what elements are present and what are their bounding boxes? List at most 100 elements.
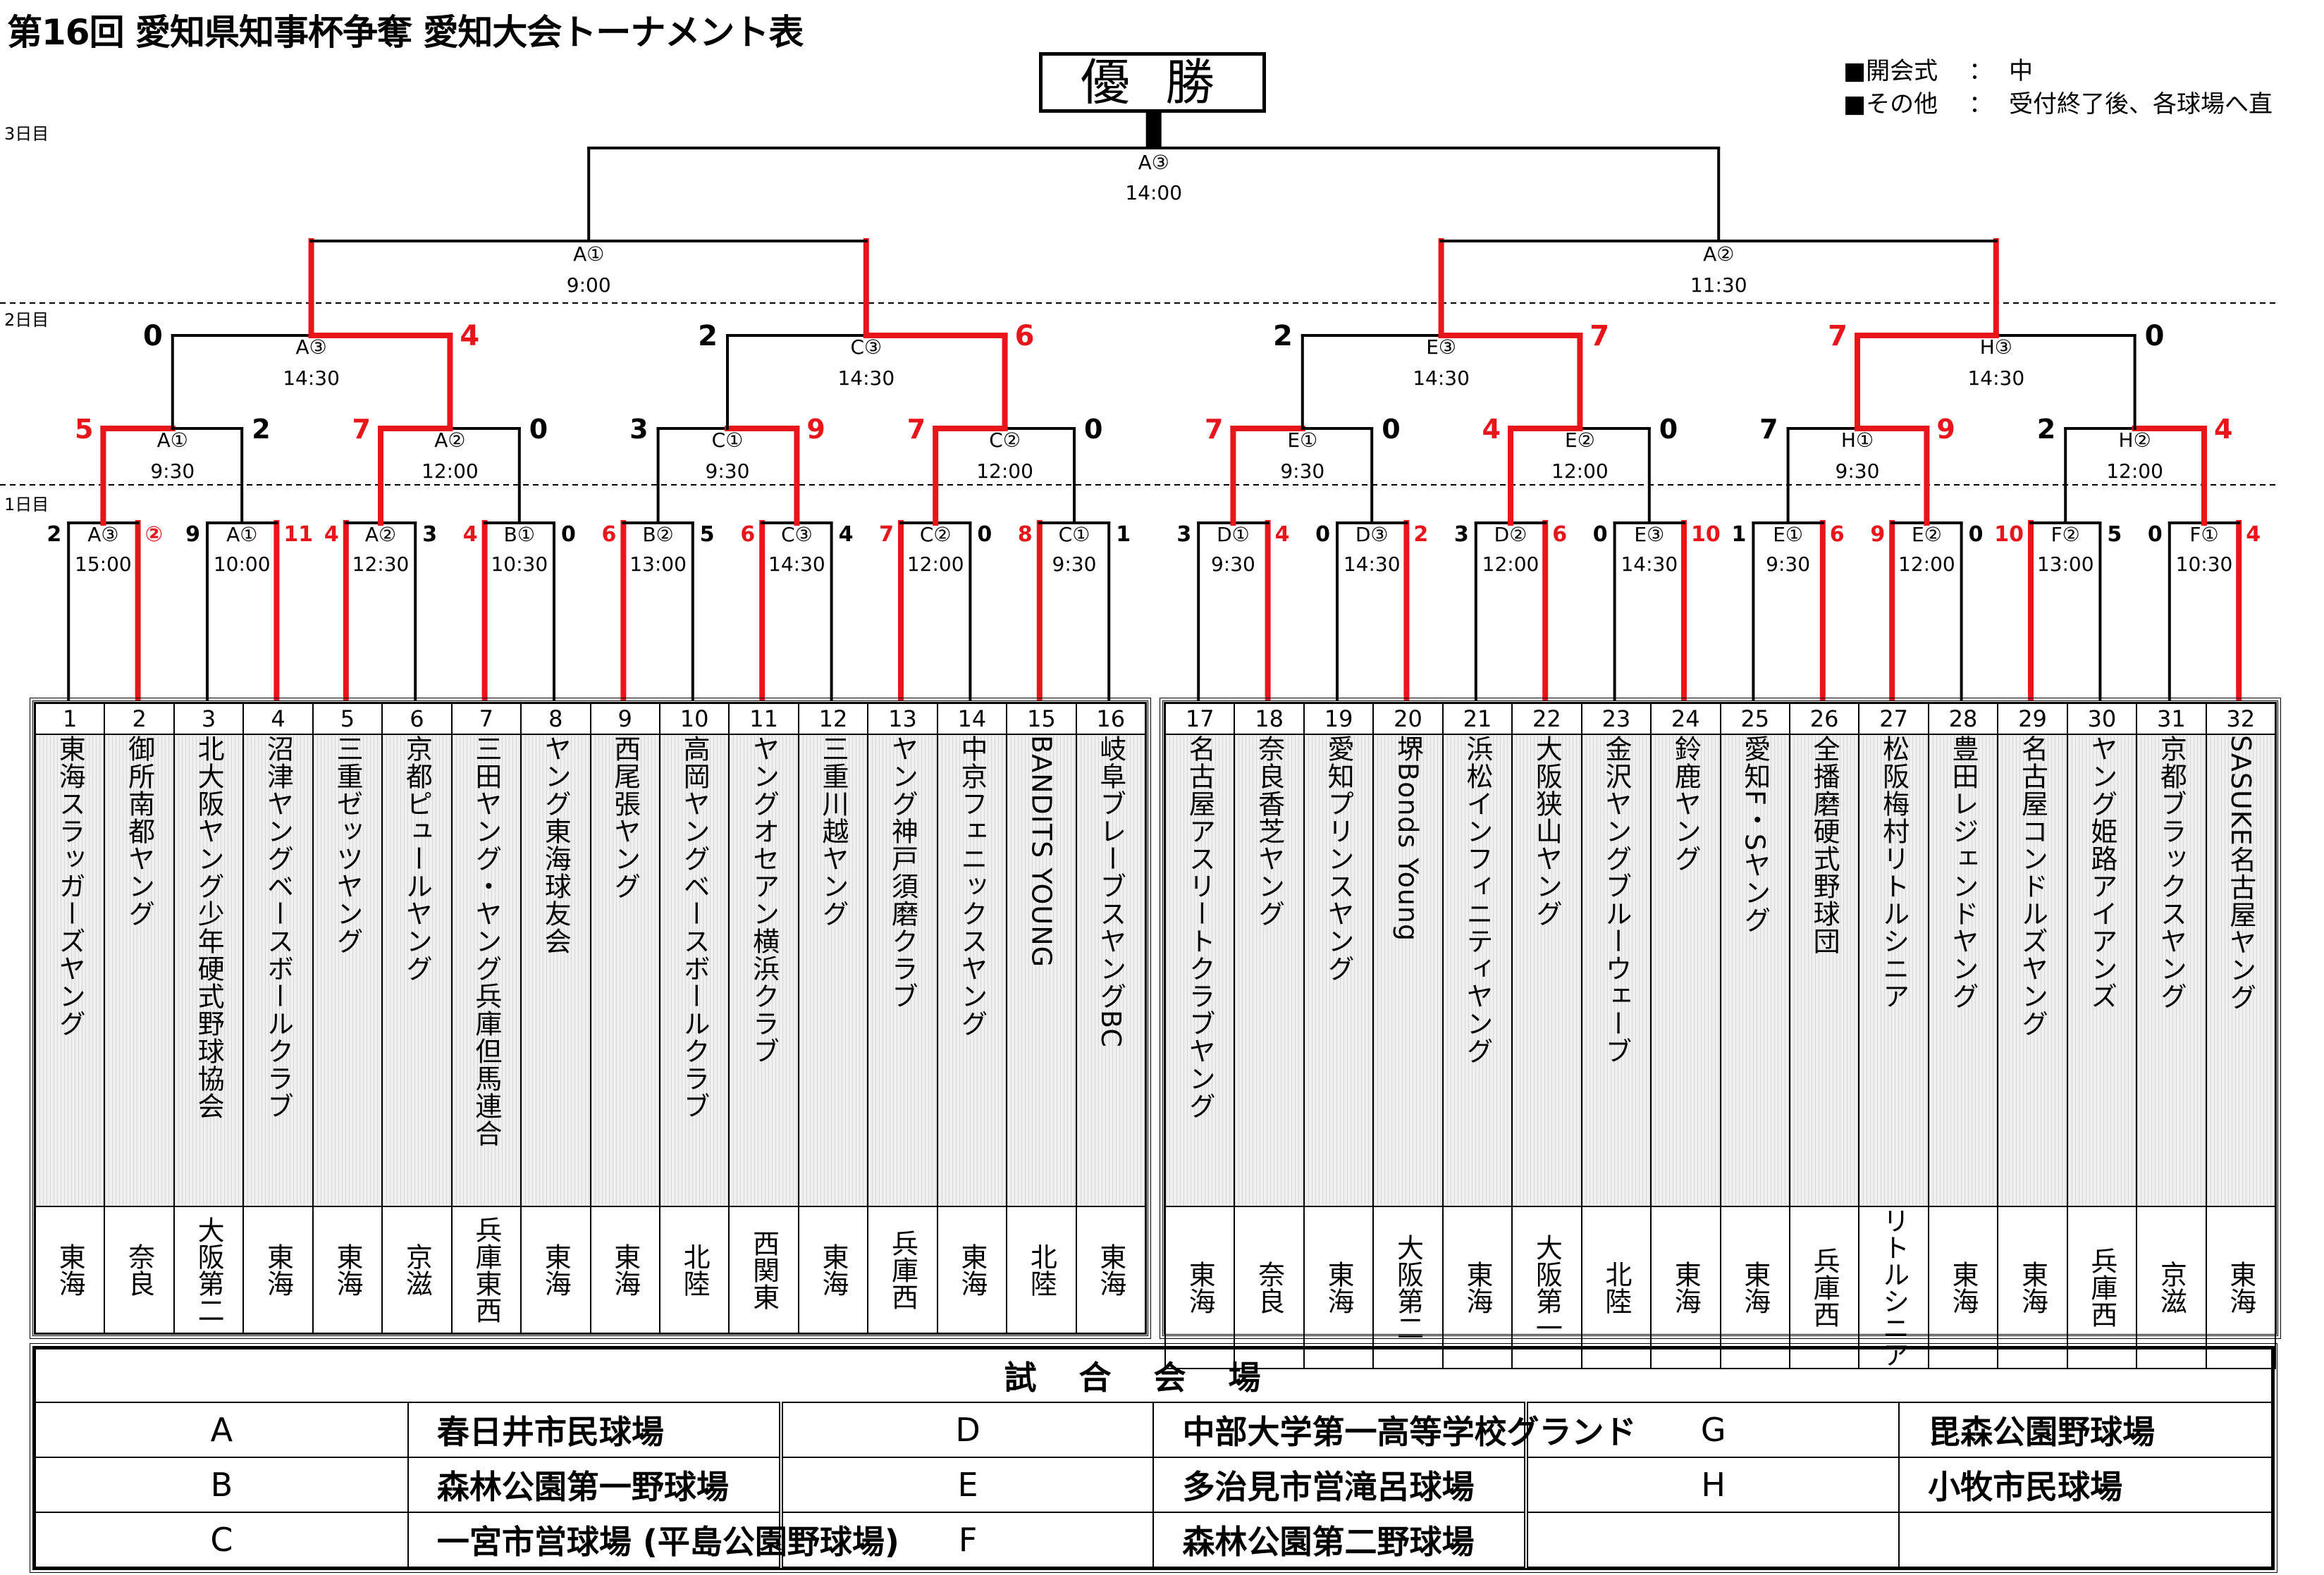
team-number: 20	[1372, 703, 1444, 735]
team-number: 21	[1441, 703, 1513, 735]
team-name: SASUKE名古屋ヤング	[2225, 735, 2256, 1011]
team-region-cell: リトルシニア	[1858, 1206, 1929, 1369]
score-left: 0	[2148, 522, 2163, 547]
match-venue: A①	[226, 523, 257, 546]
team-name: 鈴鹿ヤング	[1670, 735, 1702, 872]
team-name: 豊田レジェンドヤング	[1948, 735, 1979, 1010]
team-name-cell: ヤング姫路アイアンズ	[2066, 734, 2138, 1207]
team-name-cell: 三重川越ヤング	[797, 734, 869, 1207]
score-right: 9	[1936, 414, 1955, 445]
team-region-cell: 北陸	[1580, 1206, 1652, 1369]
champion-box: 優 勝	[1039, 52, 1266, 113]
team-region-cell: 東海	[1997, 1206, 2068, 1369]
team-region-cell: 西関東	[728, 1206, 799, 1334]
match-time: 9:30	[1836, 459, 1880, 483]
team-region: 奈良	[123, 1243, 155, 1297]
team-number: 13	[867, 703, 938, 735]
venue-name: 多治見市営滝呂球場	[1152, 1457, 1527, 1513]
team-name-cell: 全播磨硬式野球団	[1788, 734, 1860, 1207]
team-name-cell: 西尾張ヤング	[589, 734, 660, 1207]
match-time: 12:00	[907, 552, 964, 576]
team-name: 奈良香芝ヤング	[1253, 735, 1285, 927]
match-venue: B②	[642, 523, 673, 546]
team-name-cell: 高岡ヤングベースボールクラブ	[658, 734, 730, 1207]
match-venue: A②	[365, 523, 396, 546]
team-number: 7	[450, 703, 522, 735]
team-region: 東海	[262, 1243, 294, 1297]
team-region-cell: 東海	[34, 1206, 106, 1334]
score-right: 11	[283, 522, 313, 547]
team-name-cell: 豊田レジェンドヤング	[1927, 734, 1999, 1207]
team-region: 東海	[956, 1243, 988, 1297]
score-right: ②	[145, 522, 163, 547]
match-time: 15:00	[75, 552, 132, 576]
team-number: 12	[797, 703, 869, 735]
match-venue: B①	[504, 523, 535, 546]
team-region-cell: 大阪第一	[1511, 1206, 1582, 1369]
team-name-cell: 御所南都ヤング	[104, 734, 175, 1207]
match-time: 10:00	[214, 552, 271, 576]
score-right: 4	[2246, 522, 2261, 547]
team-number: 27	[1858, 703, 1929, 735]
team-number: 28	[1927, 703, 1999, 735]
team-name: 中京フェニックスヤング	[956, 735, 988, 1037]
team-region-cell: 兵庫西	[2066, 1206, 2138, 1369]
match-time: 14:30	[1967, 366, 2024, 390]
team-region: 北陸	[1026, 1243, 1057, 1297]
match-time: 9:30	[150, 459, 195, 483]
team-name: BANDITS YOUNG	[1026, 735, 1057, 968]
match-time: 14:30	[1621, 552, 1678, 576]
match-time: 12:00	[1482, 552, 1539, 576]
score-right: 5	[700, 522, 715, 547]
match-time: 11:30	[1690, 273, 1747, 297]
team-name: 京都ピュールヤング	[401, 735, 433, 982]
venue-code	[1524, 1512, 1900, 1568]
team-region: 大阪第二	[193, 1216, 225, 1323]
team-region-cell: 東海	[797, 1206, 869, 1334]
team-region-cell: 東海	[936, 1206, 1008, 1334]
score-right: 4	[2214, 414, 2232, 445]
team-region-cell: 兵庫東西	[450, 1206, 522, 1334]
team-number: 3	[173, 703, 245, 735]
page-title: 第16回 愛知県知事杯争奪 愛知大会トーナメント表	[7, 12, 804, 53]
team-region: 東海	[331, 1243, 363, 1297]
team-region-cell: 京滋	[2136, 1206, 2207, 1369]
venue-row: A 春日井市民球場 D 中部大学第一高等学校グランド G 毘森公園野球場	[35, 1402, 2273, 1458]
team-region: 大阪第二	[1392, 1234, 1424, 1341]
match-venue: A③	[295, 335, 326, 359]
team-region-cell: 兵庫西	[867, 1206, 938, 1334]
score-right: 0	[1659, 414, 1678, 445]
team-name: 名古屋アスリートクラブヤング	[1184, 735, 1216, 1120]
team-name: 東海スラッガーズヤング	[54, 735, 86, 1037]
score-left: 2	[698, 320, 718, 352]
team-name: 浜松インフィニティヤング	[1461, 735, 1493, 1065]
team-number: 22	[1511, 703, 1582, 735]
venue-name: 春日井市民球場	[407, 1402, 782, 1458]
match-time: 10:30	[491, 552, 548, 576]
team-region: 大阪第一	[1531, 1234, 1563, 1341]
team-name: ヤング神戸須磨クラブ	[887, 735, 918, 1010]
score-left: 7	[907, 414, 926, 445]
venue-name: 森林公園第二野球場	[1152, 1512, 1527, 1568]
note-value: 受付終了後、各球場へ直	[2009, 90, 2273, 118]
score-right: 4	[1275, 522, 1290, 547]
score-left: 0	[143, 320, 163, 352]
score-right: 0	[977, 522, 992, 547]
venue-name: 一宮市営球場 (平島公園野球場)	[407, 1512, 899, 1568]
note-sep: ：	[1969, 90, 1993, 118]
team-name: ヤング姫路アイアンズ	[2086, 735, 2117, 1010]
team-region: 兵庫西	[2086, 1247, 2117, 1328]
score-left: 9	[1870, 522, 1885, 547]
score-right: 9	[806, 414, 825, 445]
match-time: 14:30	[283, 366, 340, 390]
team-name: 北大阪ヤング少年硬式野球協会	[193, 735, 225, 1120]
team-number: 29	[1997, 703, 2068, 735]
score-right: 0	[1084, 414, 1102, 445]
score-left: 8	[1018, 522, 1033, 547]
venue-table: 試合会場 A 春日井市民球場 D 中部大学第一高等学校グランド G 毘森公園野球…	[30, 1343, 2277, 1573]
score-left: 6	[602, 522, 617, 547]
champion-connector	[1145, 113, 1162, 148]
score-left: 4	[324, 522, 339, 547]
match-venue: C①	[712, 428, 744, 452]
team-region-cell: 東海	[1441, 1206, 1513, 1369]
